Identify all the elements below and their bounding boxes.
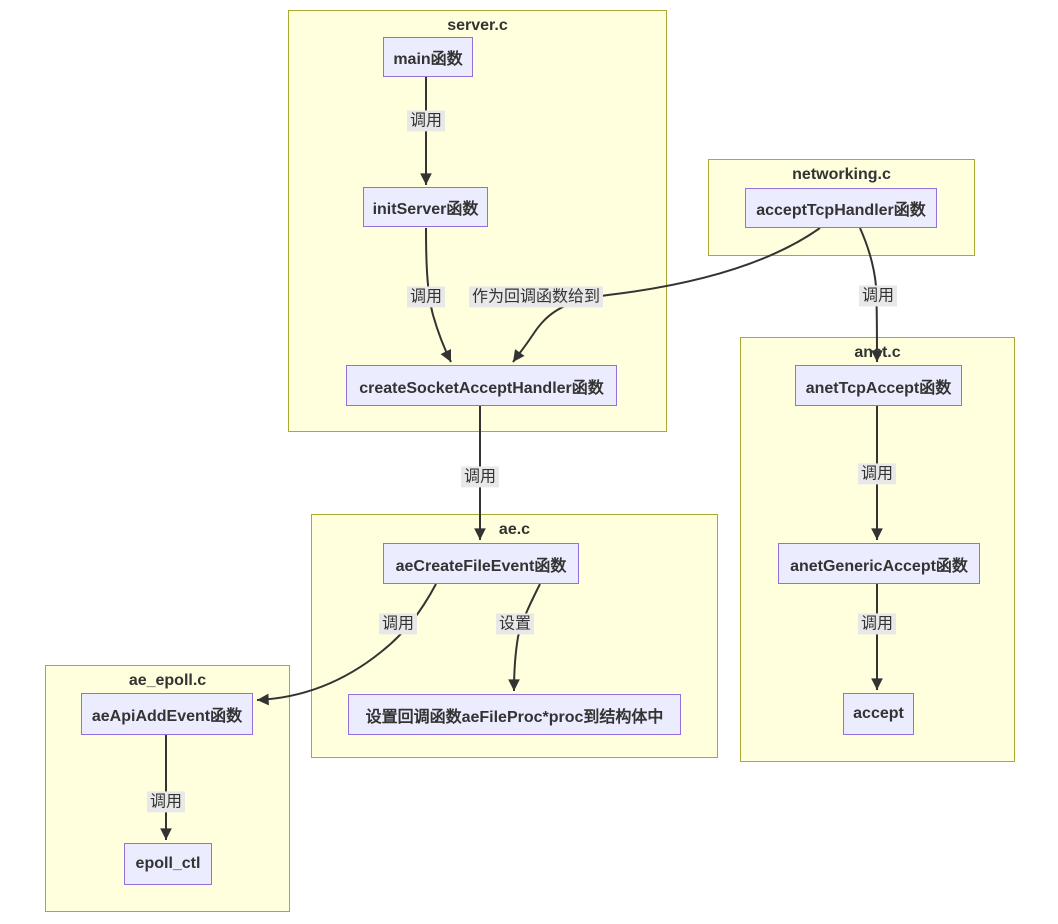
edge-label: 调用 <box>858 285 898 307</box>
subgraph-title: ae_epoll.c <box>128 672 207 689</box>
node-epollctl: epoll_ctl <box>124 843 212 885</box>
node-anetgenericaccept: anetGenericAccept函数 <box>778 543 980 584</box>
subgraph-title: ae.c <box>498 521 531 538</box>
subgraph-title: anet.c <box>854 344 901 361</box>
subgraph-title: server.c <box>447 17 508 34</box>
node-anettcpaccept: anetTcpAccept函数 <box>795 365 962 406</box>
subgraph-title: networking.c <box>792 166 891 183</box>
edge-label: 调用 <box>857 613 897 635</box>
node-initserver: initServer函数 <box>363 187 488 227</box>
node-main: main函数 <box>383 37 473 77</box>
edge-label: 调用 <box>378 613 418 635</box>
node-accepttcphandler: acceptTcpHandler函数 <box>745 188 937 228</box>
edge-label: 设置 <box>495 613 535 635</box>
edge-label: 调用 <box>146 791 186 813</box>
edge-label: 调用 <box>406 110 446 132</box>
node-set-callback-to-struct: 设置回调函数aeFileProc*proc到结构体中 <box>348 694 681 735</box>
edge-label: 调用 <box>406 286 446 308</box>
edge-label: 调用 <box>460 466 500 488</box>
node-aecreatefileevent: aeCreateFileEvent函数 <box>383 543 579 584</box>
node-aeapiaddevent: aeApiAddEvent函数 <box>81 693 253 735</box>
edge-label: 调用 <box>857 463 897 485</box>
edge-label: 作为回调函数给到 <box>468 286 604 308</box>
node-createsocketaccepthandler: createSocketAcceptHandler函数 <box>346 365 617 406</box>
node-accept: accept <box>843 693 914 735</box>
